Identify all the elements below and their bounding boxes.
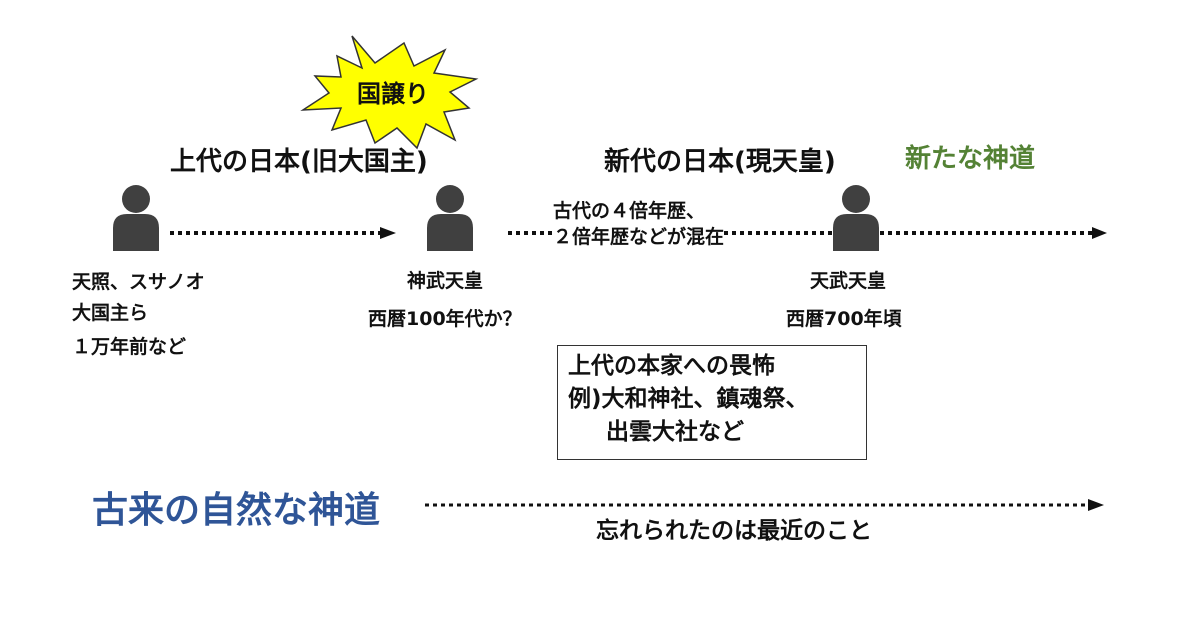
awe-note-line-3: 出雲大社など xyxy=(606,419,744,445)
awe-note-line-1: 上代の本家への畏怖 xyxy=(568,353,775,379)
header-ancient-japan: 上代の日本(旧大国主) xyxy=(170,147,428,177)
awe-note-box: 上代の本家への畏怖 例)大和神社、鎮魂祭、 出雲大社など xyxy=(557,345,867,460)
header-new-japan: 新代の日本(現天皇) xyxy=(604,147,836,177)
arrow-head-3 xyxy=(1092,227,1107,239)
awe-note-line-2: 例)大和神社、鎮魂祭、 xyxy=(568,386,809,412)
arrow-head-1 xyxy=(380,227,396,239)
bottom-title: 古来の自然な神道 xyxy=(92,490,381,531)
burst-shape xyxy=(300,35,479,150)
mid-note-line-2: ２倍年歴などが混在 xyxy=(553,224,725,250)
figure-2-name: 神武天皇 xyxy=(407,270,484,292)
person-icon-3 xyxy=(833,185,879,251)
header-new-shinto: 新たな神道 xyxy=(905,144,1036,174)
figure-1-line-2: 大国主ら xyxy=(72,302,149,324)
person-icon-1 xyxy=(113,185,159,251)
figure-1-line-3: １万年前など xyxy=(72,336,187,358)
figure-1-line-1: 天照、スサノオ xyxy=(72,271,205,293)
burst-label: 国譲り xyxy=(357,80,429,108)
figure-3-name: 天武天皇 xyxy=(810,270,887,292)
person-icon-2 xyxy=(427,185,473,251)
arrow-head-bottom xyxy=(1088,499,1104,511)
bottom-caption: 忘れられたのは最近のこと xyxy=(596,518,872,544)
figure-3-era: 西暦700年頃 xyxy=(786,308,902,330)
mid-note-line-1: 古代の４倍年歴、 xyxy=(553,200,706,222)
figure-2-era: 西暦100年代か？ xyxy=(368,308,522,330)
